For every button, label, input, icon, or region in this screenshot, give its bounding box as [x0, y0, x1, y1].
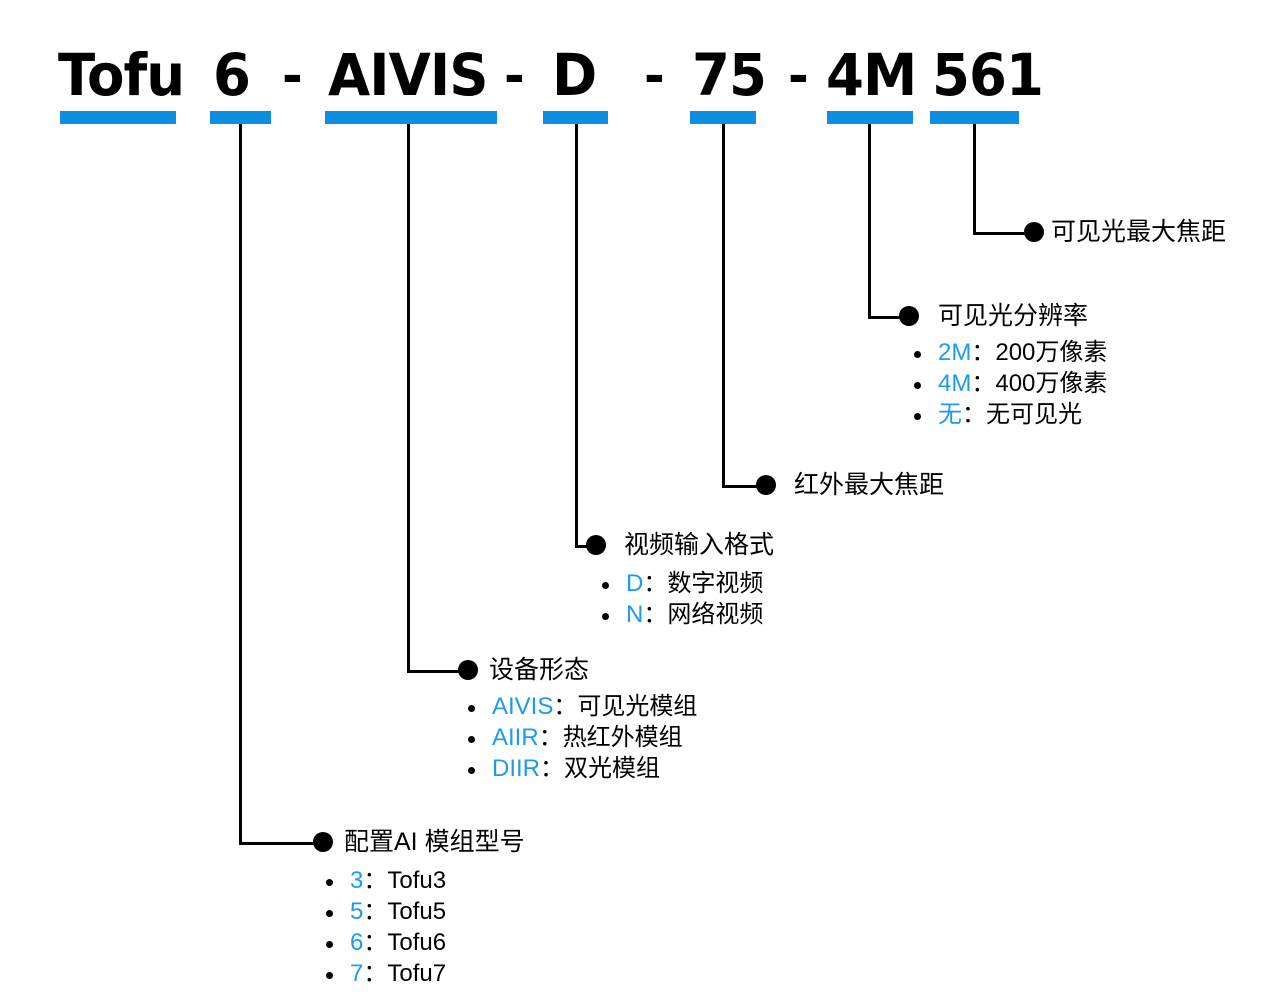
option-key: AIVIS: [492, 693, 554, 720]
underline-bar-d: [543, 111, 608, 124]
callout-options-video-input-format: D：数字视频 N：网络视频: [596, 569, 763, 631]
option-item: DIIR：双光模组: [462, 754, 697, 784]
title-token-4m: 4M: [826, 41, 917, 109]
option-item: 5：Tofu5: [320, 897, 446, 927]
option-key: 2M: [938, 339, 972, 366]
underline-bar-4m: [827, 111, 913, 124]
option-sep: ：: [971, 370, 996, 397]
option-value: 网络视频: [667, 601, 764, 628]
connector-dot-75: [756, 475, 776, 495]
callout-label-ai-module-model: 配置AI 模组型号: [344, 828, 525, 856]
option-item: 3：Tofu3: [320, 866, 446, 896]
option-item: 6：Tofu6: [320, 928, 446, 958]
option-key: 3: [350, 867, 364, 894]
title-separator-2: -: [504, 47, 525, 105]
callout-label-video-input-format: 视频输入格式: [624, 531, 775, 559]
option-value: 无可见光: [986, 401, 1082, 428]
connector-hline-aivis: [407, 670, 469, 673]
option-value: 热红外模组: [562, 724, 683, 751]
title-token-d: D: [552, 41, 597, 109]
option-key: DIIR: [492, 755, 540, 782]
option-value: 双光模组: [564, 755, 660, 782]
option-item: 无：无可见光: [908, 400, 1107, 430]
option-item: D：数字视频: [596, 569, 763, 599]
option-key: 无: [938, 401, 962, 428]
callout-label-device-form: 设备形态: [489, 656, 590, 684]
option-value: Tofu7: [387, 960, 447, 987]
option-key: AIIR: [492, 724, 539, 751]
title-token-561: 561: [932, 41, 1044, 109]
option-key: 5: [350, 898, 364, 925]
option-sep: ：: [363, 929, 388, 956]
option-sep: ：: [643, 570, 668, 597]
option-sep: ：: [971, 339, 996, 366]
connector-vline-4m: [868, 124, 871, 319]
option-item: N：网络视频: [596, 600, 763, 630]
option-value: 数字视频: [667, 570, 764, 597]
title-separator-4: -: [788, 47, 809, 105]
option-value: 200万像素: [995, 339, 1108, 366]
option-sep: ：: [363, 960, 388, 987]
connector-dot-6: [313, 832, 333, 852]
option-value: 400万像素: [995, 370, 1108, 397]
option-value: Tofu5: [387, 898, 447, 925]
option-sep: ：: [553, 693, 578, 720]
option-sep: ：: [538, 724, 563, 751]
title-separator-1: -: [282, 47, 303, 105]
option-sep: ：: [962, 401, 986, 428]
connector-vline-6: [239, 124, 242, 845]
connector-dot-d: [586, 535, 606, 555]
connector-vline-aivis: [407, 124, 410, 673]
title-token-tofu: Tofu: [58, 41, 185, 109]
option-item: 4M：400万像素: [908, 369, 1107, 399]
connector-dot-4m: [899, 306, 919, 326]
connector-dot-aivis: [458, 660, 478, 680]
option-item: AIIR：热红外模组: [462, 723, 697, 753]
option-item: 2M：200万像素: [908, 338, 1107, 368]
option-value: Tofu6: [387, 929, 447, 956]
option-sep: ：: [643, 601, 668, 628]
title-token-aivis: AIVIS: [328, 41, 488, 109]
callout-label-infrared-max-focal: 红外最大焦距: [794, 471, 945, 499]
option-sep: ：: [540, 755, 564, 782]
connector-dot-561: [1024, 222, 1044, 242]
callout-options-ai-module-model: 3：Tofu3 5：Tofu5 6：Tofu6 7：Tofu7: [320, 866, 446, 990]
option-key: N: [626, 601, 644, 628]
connector-hline-4m: [868, 316, 910, 319]
option-key: 7: [350, 960, 364, 987]
option-key: D: [626, 570, 644, 597]
option-item: AIVIS：可见光模组: [462, 692, 697, 722]
underline-bar-aivis: [325, 111, 497, 124]
title-separator-3: -: [644, 47, 665, 105]
title-token-75: 75: [692, 41, 767, 109]
connector-hline-561: [973, 232, 1033, 235]
option-sep: ：: [363, 898, 388, 925]
underline-bar-75: [690, 111, 756, 124]
option-value: 可见光模组: [577, 693, 698, 720]
callout-label-visible-resolution: 可见光分辨率: [938, 302, 1089, 330]
option-sep: ：: [363, 867, 388, 894]
connector-vline-d: [575, 124, 578, 548]
callout-options-device-form: AIVIS：可见光模组 AIIR：热红外模组 DIIR：双光模组: [462, 692, 697, 785]
callout-options-visible-resolution: 2M：200万像素 4M：400万像素 无：无可见光: [908, 338, 1107, 431]
model-number-title: Tofu 6 - AIVIS - D - 75 - 4M 561: [0, 44, 1268, 108]
option-key: 6: [350, 929, 364, 956]
callout-label-visible-max-focal: 可见光最大焦距: [1051, 218, 1227, 246]
title-token-6: 6: [213, 41, 251, 109]
option-value: Tofu3: [387, 867, 447, 894]
underline-bar-tofu: [60, 111, 176, 124]
underline-bar-6: [210, 111, 271, 124]
underline-bar-561: [930, 111, 1019, 124]
option-item: 7：Tofu7: [320, 959, 446, 989]
connector-hline-75: [722, 485, 767, 488]
connector-hline-6: [239, 842, 325, 845]
connector-vline-75: [722, 124, 725, 488]
connector-vline-561: [973, 124, 976, 235]
option-key: 4M: [938, 370, 972, 397]
